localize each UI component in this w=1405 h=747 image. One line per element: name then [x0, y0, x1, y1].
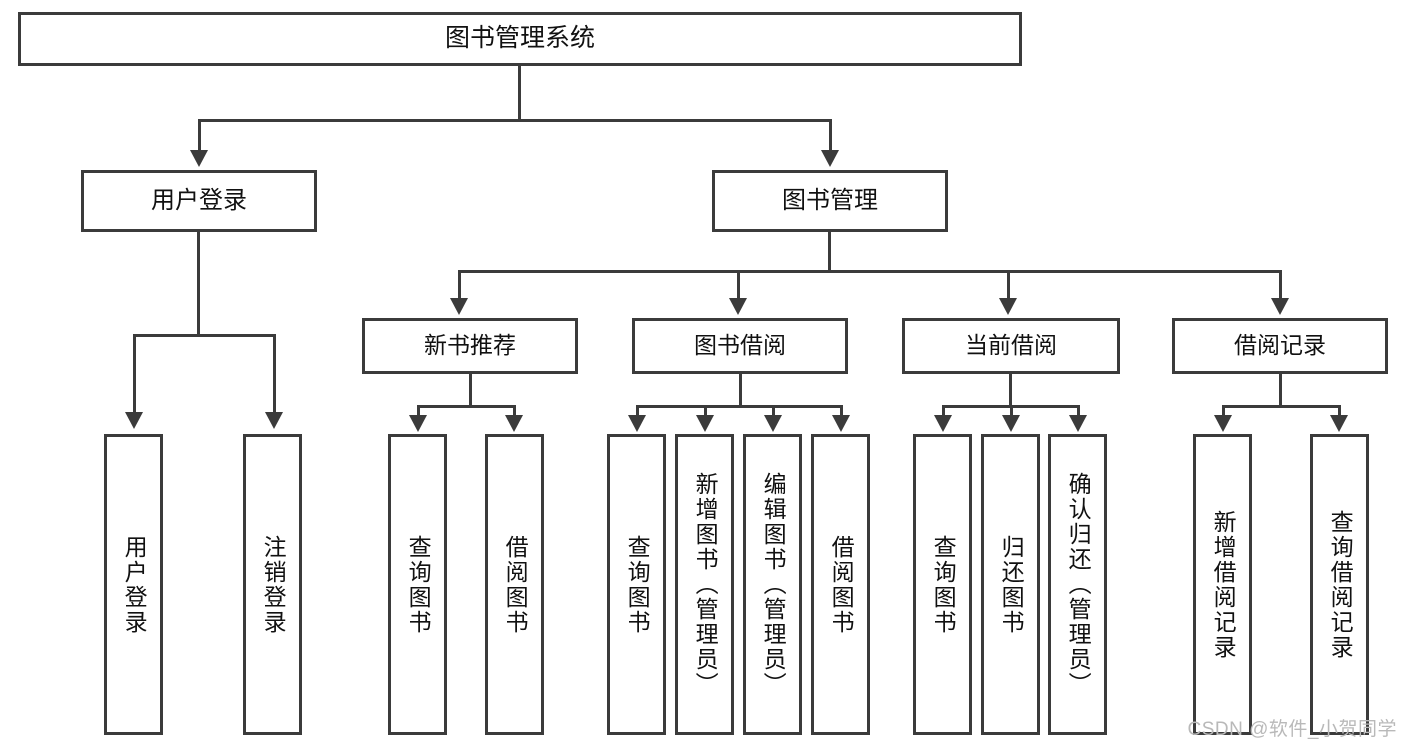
leaf-borrow-book-newbook[interactable]: 借阅图书 [485, 434, 544, 735]
node-label: 借阅图书 [828, 534, 855, 635]
edge-root-stem [518, 66, 521, 119]
node-label: 新增图书（管理员） [692, 472, 719, 697]
node-label: 编辑图书（管理员） [760, 472, 787, 697]
leaf-return-book[interactable]: 归还图书 [981, 434, 1040, 735]
edge-records-to-leaf-1 [1222, 405, 1225, 417]
edge-current-to-leaf-2 [1010, 405, 1013, 417]
node-borrow-records[interactable]: 借阅记录 [1172, 318, 1388, 374]
node-label: 注销登录 [260, 534, 287, 635]
leaf-confirm-return-admin[interactable]: 确认归还（管理员） [1048, 434, 1107, 735]
leaf-user-logout[interactable]: 注销登录 [243, 434, 302, 735]
arrow-bookmgmt-to-newbook [450, 298, 468, 315]
edge-newbook-to-leaf-1 [417, 405, 420, 417]
edge-bookmgmt-stem [828, 232, 831, 273]
arrow-borrow-to-leaf-2 [696, 415, 714, 432]
arrow-bookmgmt-to-records [1271, 298, 1289, 315]
leaf-edit-book-admin[interactable]: 编辑图书（管理员） [743, 434, 802, 735]
edge-current-to-leaf-3 [1077, 405, 1080, 417]
edge-current-to-leaf-1 [942, 405, 945, 417]
arrow-borrow-to-leaf-3 [764, 415, 782, 432]
arrow-bookmgmt-to-borrow [729, 298, 747, 315]
leaf-query-book-current[interactable]: 查询图书 [913, 434, 972, 735]
node-label: 查询图书 [624, 534, 651, 635]
edge-newbook-stem [469, 374, 472, 407]
edge-records-bus [1222, 405, 1341, 408]
edge-borrow-stem [739, 374, 742, 407]
node-label: 当前借阅 [965, 332, 1057, 359]
edge-borrow-to-leaf-4 [840, 405, 843, 417]
edge-borrow-to-leaf-1 [636, 405, 639, 417]
edge-bookmgmt-to-current [1007, 270, 1010, 300]
node-label: 查询图书 [930, 534, 957, 635]
leaf-borrow-book-borrow[interactable]: 借阅图书 [811, 434, 870, 735]
edge-root-bus [198, 119, 832, 122]
edge-login-stem [197, 232, 200, 337]
leaf-query-book-newbook[interactable]: 查询图书 [388, 434, 447, 735]
leaf-query-borrow-record[interactable]: 查询借阅记录 [1310, 434, 1369, 735]
arrow-borrow-to-leaf-1 [628, 415, 646, 432]
leaf-user-login[interactable]: 用户登录 [104, 434, 163, 735]
node-root-system[interactable]: 图书管理系统 [18, 12, 1022, 66]
edge-borrow-to-leaf-2 [704, 405, 707, 417]
arrow-newbook-to-leaf-1 [409, 415, 427, 432]
arrow-newbook-to-leaf-2 [505, 415, 523, 432]
arrow-current-to-leaf-3 [1069, 415, 1087, 432]
edge-root-to-login [198, 119, 201, 152]
edge-newbook-to-leaf-2 [513, 405, 516, 417]
arrow-root-to-login [190, 150, 208, 167]
node-label: 图书管理 [782, 186, 878, 214]
node-new-book-recommend[interactable]: 新书推荐 [362, 318, 578, 374]
node-label: 确认归还（管理员） [1065, 472, 1092, 697]
node-label: 用户登录 [121, 534, 148, 635]
edge-borrow-to-leaf-3 [772, 405, 775, 417]
node-label: 查询图书 [405, 534, 432, 635]
node-label: 新书推荐 [424, 332, 516, 359]
edge-records-stem [1279, 374, 1282, 407]
node-current-borrow[interactable]: 当前借阅 [902, 318, 1120, 374]
edge-bookmgmt-bus [458, 270, 1282, 273]
node-label: 归还图书 [998, 534, 1025, 635]
arrow-login-to-leaf-1 [125, 412, 143, 429]
leaf-add-borrow-record[interactable]: 新增借阅记录 [1193, 434, 1252, 735]
node-label: 查询借阅记录 [1327, 509, 1354, 660]
node-label: 用户登录 [151, 186, 247, 214]
edge-login-to-leaf-2 [273, 334, 276, 414]
edge-current-stem [1009, 374, 1012, 407]
edge-login-bus [133, 334, 276, 337]
leaf-add-book-admin[interactable]: 新增图书（管理员） [675, 434, 734, 735]
edge-newbook-bus [417, 405, 516, 408]
edge-bookmgmt-to-borrow [737, 270, 740, 300]
edge-records-to-leaf-2 [1338, 405, 1341, 417]
node-book-borrow[interactable]: 图书借阅 [632, 318, 848, 374]
edge-bookmgmt-to-newbook [458, 270, 461, 300]
node-label: 借阅记录 [1234, 332, 1326, 359]
arrow-root-to-bookmgmt [821, 150, 839, 167]
node-user-login[interactable]: 用户登录 [81, 170, 317, 232]
leaf-query-book-borrow[interactable]: 查询图书 [607, 434, 666, 735]
node-label: 图书借阅 [694, 332, 786, 359]
node-label: 新增借阅记录 [1210, 509, 1237, 660]
edge-bookmgmt-to-records [1279, 270, 1282, 300]
edge-root-to-bookmgmt [829, 119, 832, 152]
arrow-current-to-leaf-1 [934, 415, 952, 432]
node-label: 图书管理系统 [444, 24, 595, 53]
arrow-current-to-leaf-2 [1002, 415, 1020, 432]
arrow-borrow-to-leaf-4 [832, 415, 850, 432]
arrow-records-to-leaf-2 [1330, 415, 1348, 432]
arrow-bookmgmt-to-current [999, 298, 1017, 315]
arrow-login-to-leaf-2 [265, 412, 283, 429]
node-label: 借阅图书 [502, 534, 529, 635]
edge-login-to-leaf-1 [133, 334, 136, 414]
arrow-records-to-leaf-1 [1214, 415, 1232, 432]
node-book-management[interactable]: 图书管理 [712, 170, 948, 232]
edge-borrow-bus [636, 405, 841, 408]
watermark: CSDN @软件_小贺同学 [1187, 719, 1397, 740]
